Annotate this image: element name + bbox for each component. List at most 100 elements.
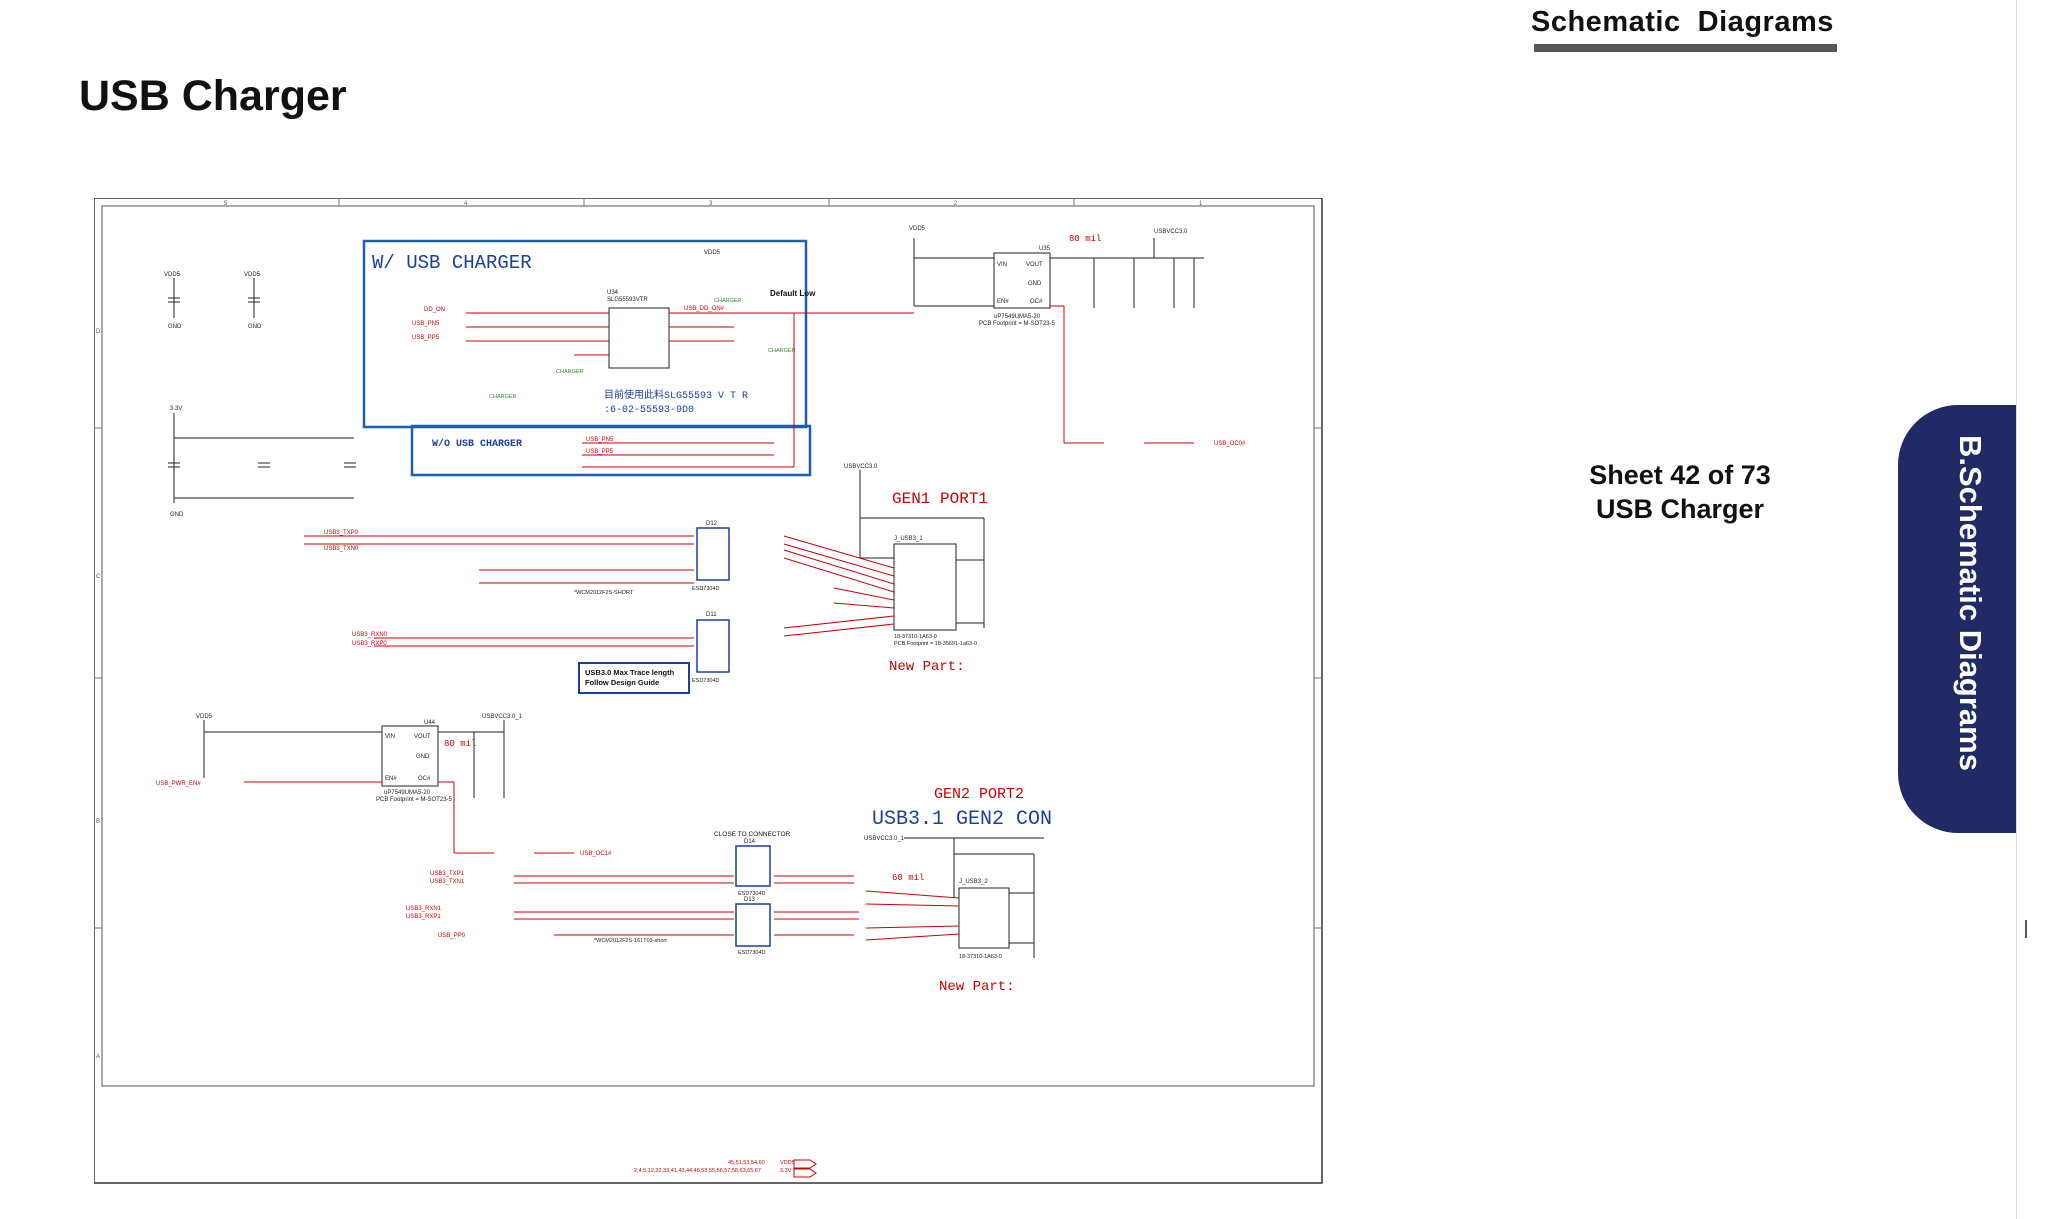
vdd5-net-u34: VDD5 — [704, 250, 721, 256]
usb31-gen2-con-title: USB3.1 GEN2 CON — [872, 808, 1052, 831]
vdd5-net-c1340: VDD5 — [164, 272, 181, 278]
wcm-choke-gen1: *WCM2012F2S-SHORT — [574, 590, 634, 596]
usbvcc1-net-u44: USBVCC3.0_1 — [482, 714, 523, 720]
usb-pn5-net: USB_PN5 — [412, 321, 440, 327]
schematic-inner-frame — [101, 205, 1315, 1087]
sheet-info: Sheet 42 of 73 USB Charger — [1535, 458, 1825, 526]
u35-part: uP7549UMA5-20 — [994, 314, 1041, 320]
section-title: Schematic Diagrams — [1531, 6, 1834, 38]
usb3-txp0-net: USB3_TXP0 — [324, 530, 359, 536]
sheet-number: Sheet 42 of 73 — [1589, 460, 1771, 490]
chapter-side-tab[interactable] — [1898, 405, 2016, 833]
u34-ref: U34 — [607, 290, 619, 296]
page-edge-divider — [2016, 0, 2017, 1219]
trace-note-line1: USB3.0 Max Trace length — [585, 668, 675, 677]
vdd5-net-u44: VDD5 — [196, 714, 213, 720]
usb3-txp1-net: USB3_TXP1 — [430, 871, 465, 877]
charger-tag-4: CHARGER — [489, 394, 517, 400]
u35-80mil: 80 mil — [1069, 234, 1101, 244]
bottom-vdd5: VDD5 — [780, 1160, 795, 1166]
vdd5-net-u35: VDD5 — [909, 226, 926, 232]
usbvcc1-net-gen2: USBVCC3.0_1 — [864, 836, 905, 842]
gen2-port2-title: GEN2 PORT2 — [934, 786, 1024, 803]
d14-ref: D14 — [744, 839, 756, 845]
chip-usage-note: 目前使用此料SLG55593 V T R — [604, 388, 748, 402]
bottom-3v3: 3.3V — [780, 1168, 792, 1174]
u34-part: SLG55593VTR — [607, 297, 648, 303]
usb-dd-on-net: USB_DD_ON# — [684, 306, 725, 312]
u44-en: EN# — [385, 776, 397, 782]
gen1-new-part: New Part: — [889, 659, 965, 675]
usb3-txn1-net: USB3_TXN1 — [430, 879, 465, 885]
u44-part: uP7549UMA5-20 — [384, 790, 431, 796]
col-number-3: 3 — [709, 201, 713, 207]
d14-esd — [735, 845, 771, 887]
row-letter-c: C — [96, 574, 101, 580]
gen2-60mil: 60 mil — [892, 873, 924, 883]
gen2-new-part: New Part: — [939, 979, 1015, 995]
u35-ref: U35 — [1039, 246, 1051, 252]
wo-charger-box — [410, 424, 812, 477]
u35-footprint: PCB Footprint = M-SOT23-5 — [979, 321, 1056, 327]
usb3-rxn1-net: USB3_RXN1 — [406, 906, 442, 912]
u35-vin: VIN — [997, 262, 1007, 268]
charger-tag-2: CHARGER — [768, 348, 796, 354]
gnd-3v3-caps: GND — [170, 512, 184, 518]
j-usb3-1-footprint: PCB Footprint = 18-35691-1a63-0 — [894, 641, 977, 647]
wo-usb-pp5: USB_PP5 — [586, 449, 614, 455]
j-usb3-2-connector — [958, 887, 1010, 949]
wo-charger-title: W/O USB CHARGER — [432, 438, 522, 450]
u35-oc: OC# — [1030, 299, 1043, 305]
col-number-1: 1 — [1199, 201, 1203, 207]
gnd-c1384: GND — [248, 324, 262, 330]
chip-part-number-note: :6-02-55593-9D0 — [604, 405, 694, 416]
u44-ref: U44 — [424, 720, 436, 726]
bottom-pin-list-2: 2,4,5,12,32,33,41,43,44,46,53,55,56,57,5… — [634, 1168, 761, 1174]
d11-esd — [696, 619, 730, 673]
row-letter-b: B — [96, 819, 100, 825]
schematic-outer-frame — [94, 198, 1323, 1184]
usb3-rxn0-net: USB3_RXN0 — [352, 632, 388, 638]
section-title-underline — [1534, 44, 1837, 52]
gen1-port1-title: GEN1 PORT1 — [892, 490, 988, 508]
j-usb3-1-part: 18-37310-1A63-0 — [894, 634, 937, 640]
chapter-side-tab-label: B.Schematic Diagrams — [1953, 435, 1988, 771]
page-scroll-mark — [2025, 920, 2027, 938]
usb3-rxp1-net: USB3_RXP1 — [406, 914, 441, 920]
u35-en: EN# — [997, 299, 1009, 305]
wcm-choke-gen2: *WCM2012F2S-161T03-short — [594, 938, 667, 944]
u35-gnd: GND — [1028, 281, 1042, 287]
close-to-connector-label: CLOSE TO CONNECTOR — [714, 831, 791, 838]
d13-esd — [735, 903, 771, 947]
j-usb3-1-ref: J_USB3_1 — [894, 536, 923, 542]
bottom-pin-list-1: 45,51,53,54,60 — [728, 1160, 765, 1166]
row-letter-a: A — [96, 1054, 100, 1060]
col-number-2: 2 — [954, 201, 958, 207]
sheet-name: USB Charger — [1595, 494, 1765, 524]
row-letter-d: D — [96, 329, 101, 335]
trace-note-line2: Follow Design Guide — [585, 678, 659, 687]
d12-part: ESD7304D — [692, 586, 720, 592]
usb-charger-schematic: 5 4 3 2 1 D C B A W/ USB CHARGER Default… — [94, 198, 1323, 1184]
usbvcc-net-gen1: USBVCC3.0 — [844, 464, 878, 470]
j-usb3-1-connector — [893, 543, 957, 631]
page-title: USB Charger — [79, 72, 347, 120]
default-low-label: Default Low — [770, 289, 816, 298]
d11-ref: D11 — [706, 612, 717, 618]
trace-length-note-box — [578, 662, 690, 694]
charger-box-title: W/ USB CHARGER — [372, 252, 532, 274]
v33-net: 3.3V — [170, 406, 182, 412]
usb-pp5-net: USB_PP5 — [412, 335, 440, 341]
d12-esd — [696, 527, 730, 581]
usbvcc-net-u35: USBVCC3.0 — [1154, 229, 1188, 235]
d14-part: ESD7304D — [738, 891, 766, 897]
dd-on-net: DD_ON — [424, 307, 445, 313]
gnd-c1340: GND — [168, 324, 182, 330]
usb3-rxp0-net: USB3_RXP0 — [352, 641, 387, 647]
u35-regulator — [993, 252, 1051, 309]
u44-80mil: 80 mil — [444, 739, 476, 749]
u34-chip — [608, 307, 670, 369]
u44-oc: OC# — [418, 776, 431, 782]
vdd5-net-c1384: VDD5 — [244, 272, 261, 278]
d13-ref: D13 — [744, 897, 756, 903]
